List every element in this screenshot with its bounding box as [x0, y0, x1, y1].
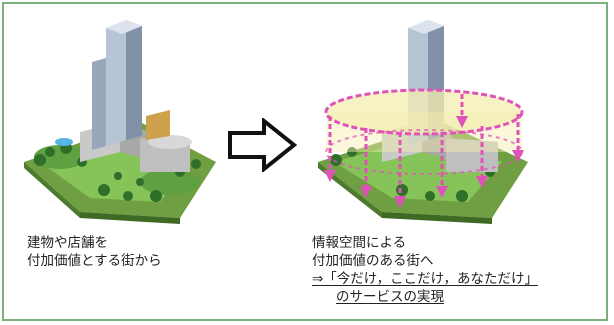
information-space-dome [324, 88, 524, 175]
tower [92, 20, 142, 150]
caption-before-line1: 建物や店舗を [27, 235, 108, 251]
caption-before-line2: 付加価値とする街から [27, 253, 162, 269]
caption-after-line1: 情報空間による [312, 235, 407, 251]
pool [55, 138, 73, 146]
caption-after-line2: 付加価値のある街へ [312, 253, 434, 269]
city-model-after [318, 20, 528, 224]
caption-before: 建物や店舗を 付加価値とする街から [27, 234, 162, 270]
diagram-frame: 建物や店舗を 付加価値とする街から 情報空間による 付加価値のある街へ ⇒「今だ… [2, 2, 608, 321]
city-model-before [24, 20, 216, 224]
caption-after-line4: のサービスの実現 [336, 289, 444, 305]
caption-after: 情報空間による 付加価値のある街へ ⇒「今だけ，ここだけ，あなただけ」 のサービ… [312, 234, 538, 306]
transition-arrow [228, 118, 298, 172]
caption-after-line3: ⇒「今だけ，ここだけ，あなただけ」 [312, 271, 538, 287]
information-arrows [324, 94, 524, 208]
